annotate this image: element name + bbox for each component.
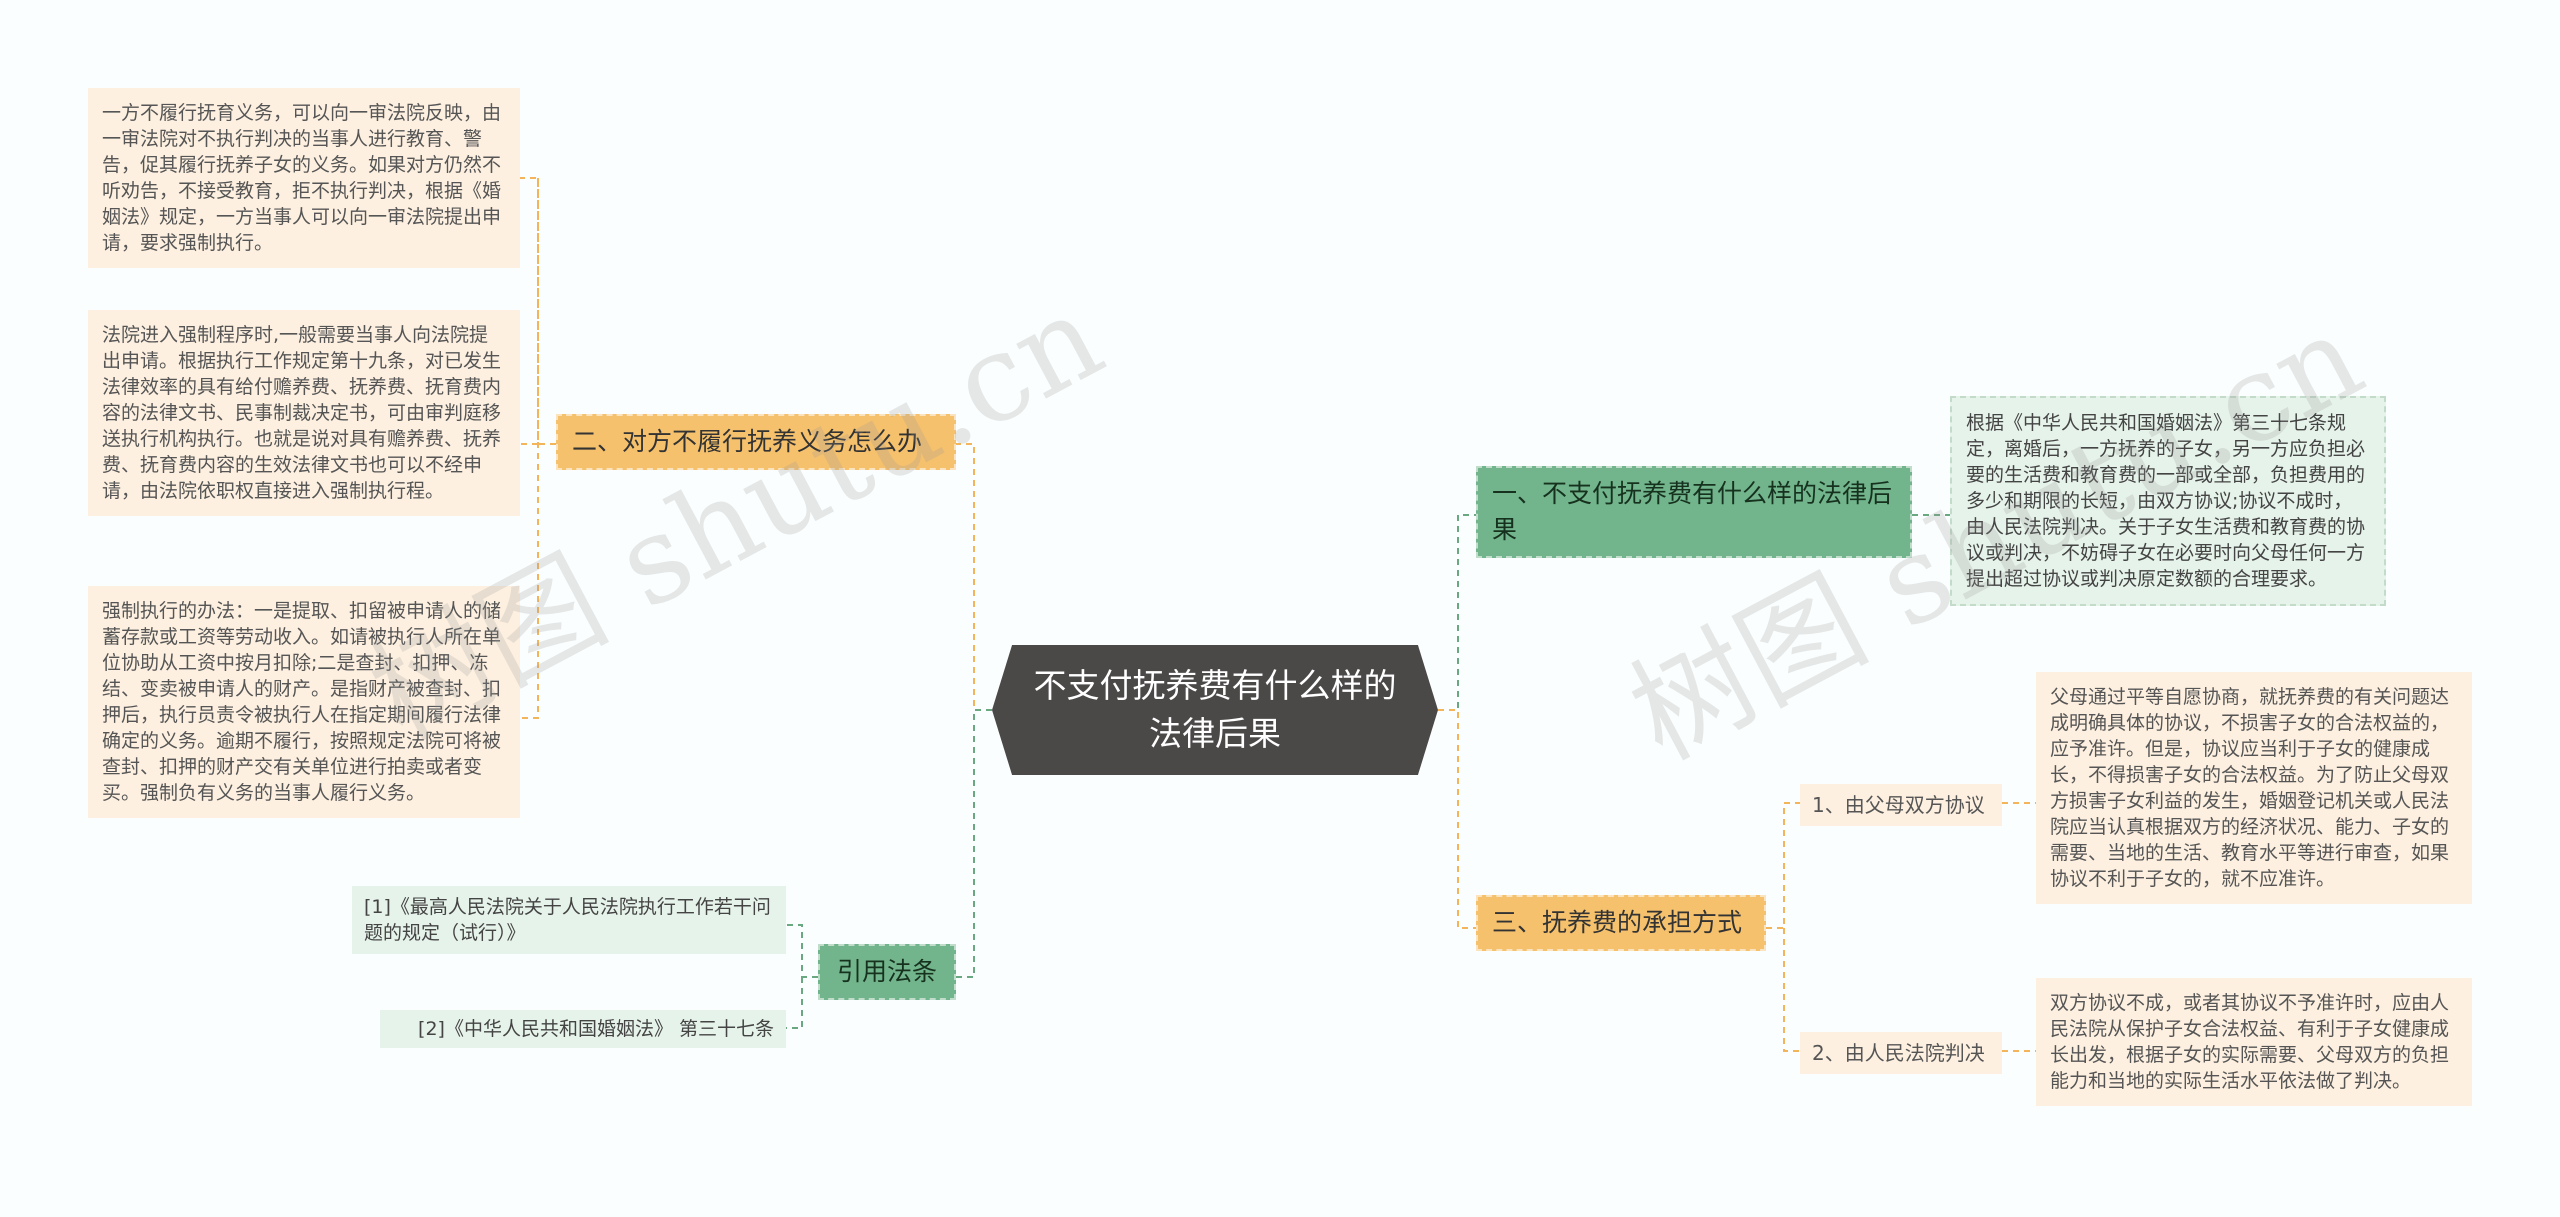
link-root-b1 [1438, 514, 1476, 711]
ref-marriage-law[interactable]: [2]《中华人民共和国婚姻法》 第三十七条 [380, 1010, 786, 1048]
ref-text: [1]《最高人民法院关于人民法院执行工作若干问题的规定（试行）》 [364, 896, 771, 944]
sub-label: 2、由人民法院判决 [1812, 1041, 1985, 1065]
sub-court-judgment[interactable]: 2、由人民法院判决 [1800, 1032, 2002, 1074]
branch-non-performance[interactable]: 二、对方不履行抚养义务怎么办 [556, 414, 956, 470]
link-b4-refs [786, 924, 818, 1029]
link-root-b3 [1438, 709, 1476, 929]
branch-legal-consequences[interactable]: 一、不支付抚养费有什么样的法律后果 [1476, 466, 1912, 558]
leaf-enforcement-methods[interactable]: 强制执行的办法：一是提取、扣留被申请人的储蓄存款或工资等劳动收入。如请被执行人所… [88, 586, 520, 818]
link-root-b4 [956, 709, 992, 978]
link-root-b2 [956, 443, 992, 711]
root-title: 不支付抚养费有什么样的法律后果 [1033, 666, 1397, 753]
branch-title: 一、不支付抚养费有什么样的法律后果 [1492, 479, 1893, 544]
ref-supreme-court-regulation[interactable]: [1]《最高人民法院关于人民法院执行工作若干问题的规定（试行）》 [352, 886, 786, 954]
leaf-text: 一方不履行抚育义务，可以向一审法院反映，由一审法院对不执行判决的当事人进行教育、… [102, 102, 502, 254]
branch-title: 三、抚养费的承担方式 [1492, 908, 1743, 937]
root-topic[interactable]: 不支付抚养费有什么样的法律后果 [992, 645, 1438, 775]
leaf-report-to-court[interactable]: 一方不履行抚育义务，可以向一审法院反映，由一审法院对不执行判决的当事人进行教育、… [88, 88, 520, 268]
sub-parent-agreement[interactable]: 1、由父母双方协议 [1800, 784, 2002, 826]
branch-title: 二、对方不履行抚养义务怎么办 [572, 427, 923, 456]
detail-parent-agreement[interactable]: 父母通过平等自愿协商，就抚养费的有关问题达成明确具体的协议，不损害子女的合法权益… [2036, 672, 2472, 904]
leaf-enforcement-procedure[interactable]: 法院进入强制程序时,一般需要当事人向法院提出申请。根据执行工作规定第十九条，对已… [88, 310, 520, 516]
leaf-text: 法院进入强制程序时,一般需要当事人向法院提出申请。根据执行工作规定第十九条，对已… [102, 324, 502, 502]
link-b3-subs [1766, 802, 1800, 1052]
detail-marriage-law-article-37[interactable]: 根据《中华人民共和国婚姻法》第三十七条规定，离婚后，一方抚养的子女，另一方应负担… [1950, 396, 2386, 606]
detail-text: 父母通过平等自愿协商，就抚养费的有关问题达成明确具体的协议，不损害子女的合法权益… [2050, 686, 2450, 890]
ref-text: [2]《中华人民共和国婚姻法》 第三十七条 [418, 1018, 774, 1040]
detail-text: 双方协议不成，或者其协议不予准许时，应由人民法院从保护子女合法权益、有利于子女健… [2050, 992, 2450, 1092]
branch-support-methods[interactable]: 三、抚养费的承担方式 [1476, 895, 1766, 951]
detail-text: 根据《中华人民共和国婚姻法》第三十七条规定，离婚后，一方抚养的子女，另一方应负担… [1966, 412, 2366, 590]
detail-court-judgment[interactable]: 双方协议不成，或者其协议不予准许时，应由人民法院从保护子女合法权益、有利于子女健… [2036, 978, 2472, 1106]
link-b2-leaves [520, 177, 556, 719]
sub-label: 1、由父母双方协议 [1812, 793, 1985, 817]
leaf-text: 强制执行的办法：一是提取、扣留被申请人的储蓄存款或工资等劳动收入。如请被执行人所… [102, 600, 502, 804]
branch-title: 引用法条 [836, 957, 937, 986]
branch-cited-laws[interactable]: 引用法条 [818, 944, 956, 1000]
